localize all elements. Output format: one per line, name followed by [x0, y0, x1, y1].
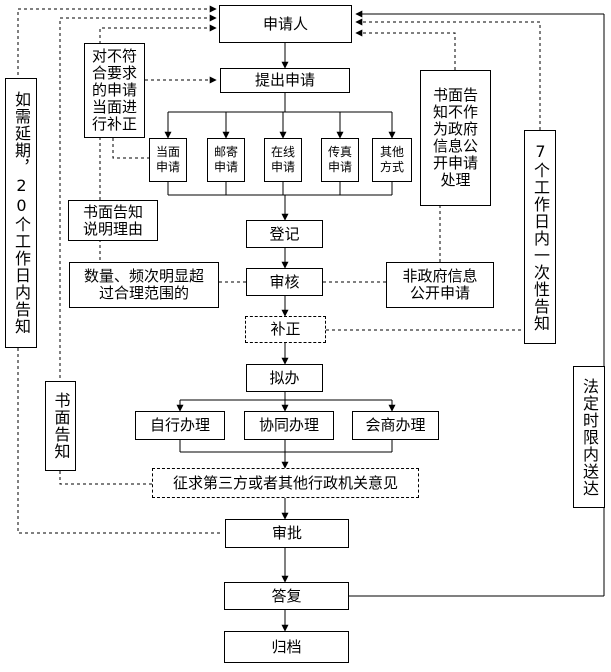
note-written-notice-text: 书面告知: [51, 392, 71, 460]
reply-node: 答复: [224, 582, 349, 610]
method-in-person: 当面 申请: [149, 138, 187, 182]
handle-consult-node: 会商办理: [352, 411, 439, 440]
note-seven-days: 7个工作日内一次性告知: [524, 130, 556, 344]
note-written-reason: 书面告知 说明理由: [68, 200, 158, 241]
supplement-node: 补正: [245, 316, 326, 343]
handle-cooperative-node: 协同办理: [244, 411, 334, 440]
note-non-gov-info: 非政府信息 公开申请: [386, 262, 494, 308]
method-fax: 传真 申请: [321, 138, 359, 182]
handle-self-node: 自行办理: [135, 411, 225, 440]
consult-opinion-node: 征求第三方或者其他行政机关意见: [152, 468, 419, 498]
note-excessive-requests: 数量、频次明显超 过合理范围的: [69, 262, 219, 308]
note-seven-days-text: 7个工作日内一次性告知: [531, 142, 550, 332]
submit-application-node: 提出申请: [220, 68, 350, 93]
note-nonconforming-correction: 对不符 合要求 的申请 当面进 行补正: [84, 43, 145, 138]
applicant-node: 申请人: [219, 5, 352, 43]
method-other: 其他 方式: [372, 138, 412, 182]
note-written-notice: 书面告知: [45, 381, 76, 471]
method-mail: 邮寄 申请: [207, 138, 245, 182]
note-legal-delivery-text: 法定时限内送达: [580, 377, 599, 497]
note-legal-delivery: 法定时限内送达: [573, 366, 605, 508]
review-node: 审核: [246, 268, 323, 296]
note-extension-20-days: 如需延期，20个工作日内告知: [5, 78, 37, 348]
archive-node: 归档: [224, 631, 349, 663]
method-online: 在线 申请: [264, 138, 302, 182]
note-written-not-gov: 书面告 知不作 为政府 信息公 开申请 处理: [420, 70, 491, 206]
draft-node: 拟办: [246, 364, 323, 392]
register-node: 登记: [246, 220, 323, 248]
approve-node: 审批: [225, 519, 349, 548]
note-extension-text: 如需延期，20个工作日内告知: [12, 91, 31, 335]
